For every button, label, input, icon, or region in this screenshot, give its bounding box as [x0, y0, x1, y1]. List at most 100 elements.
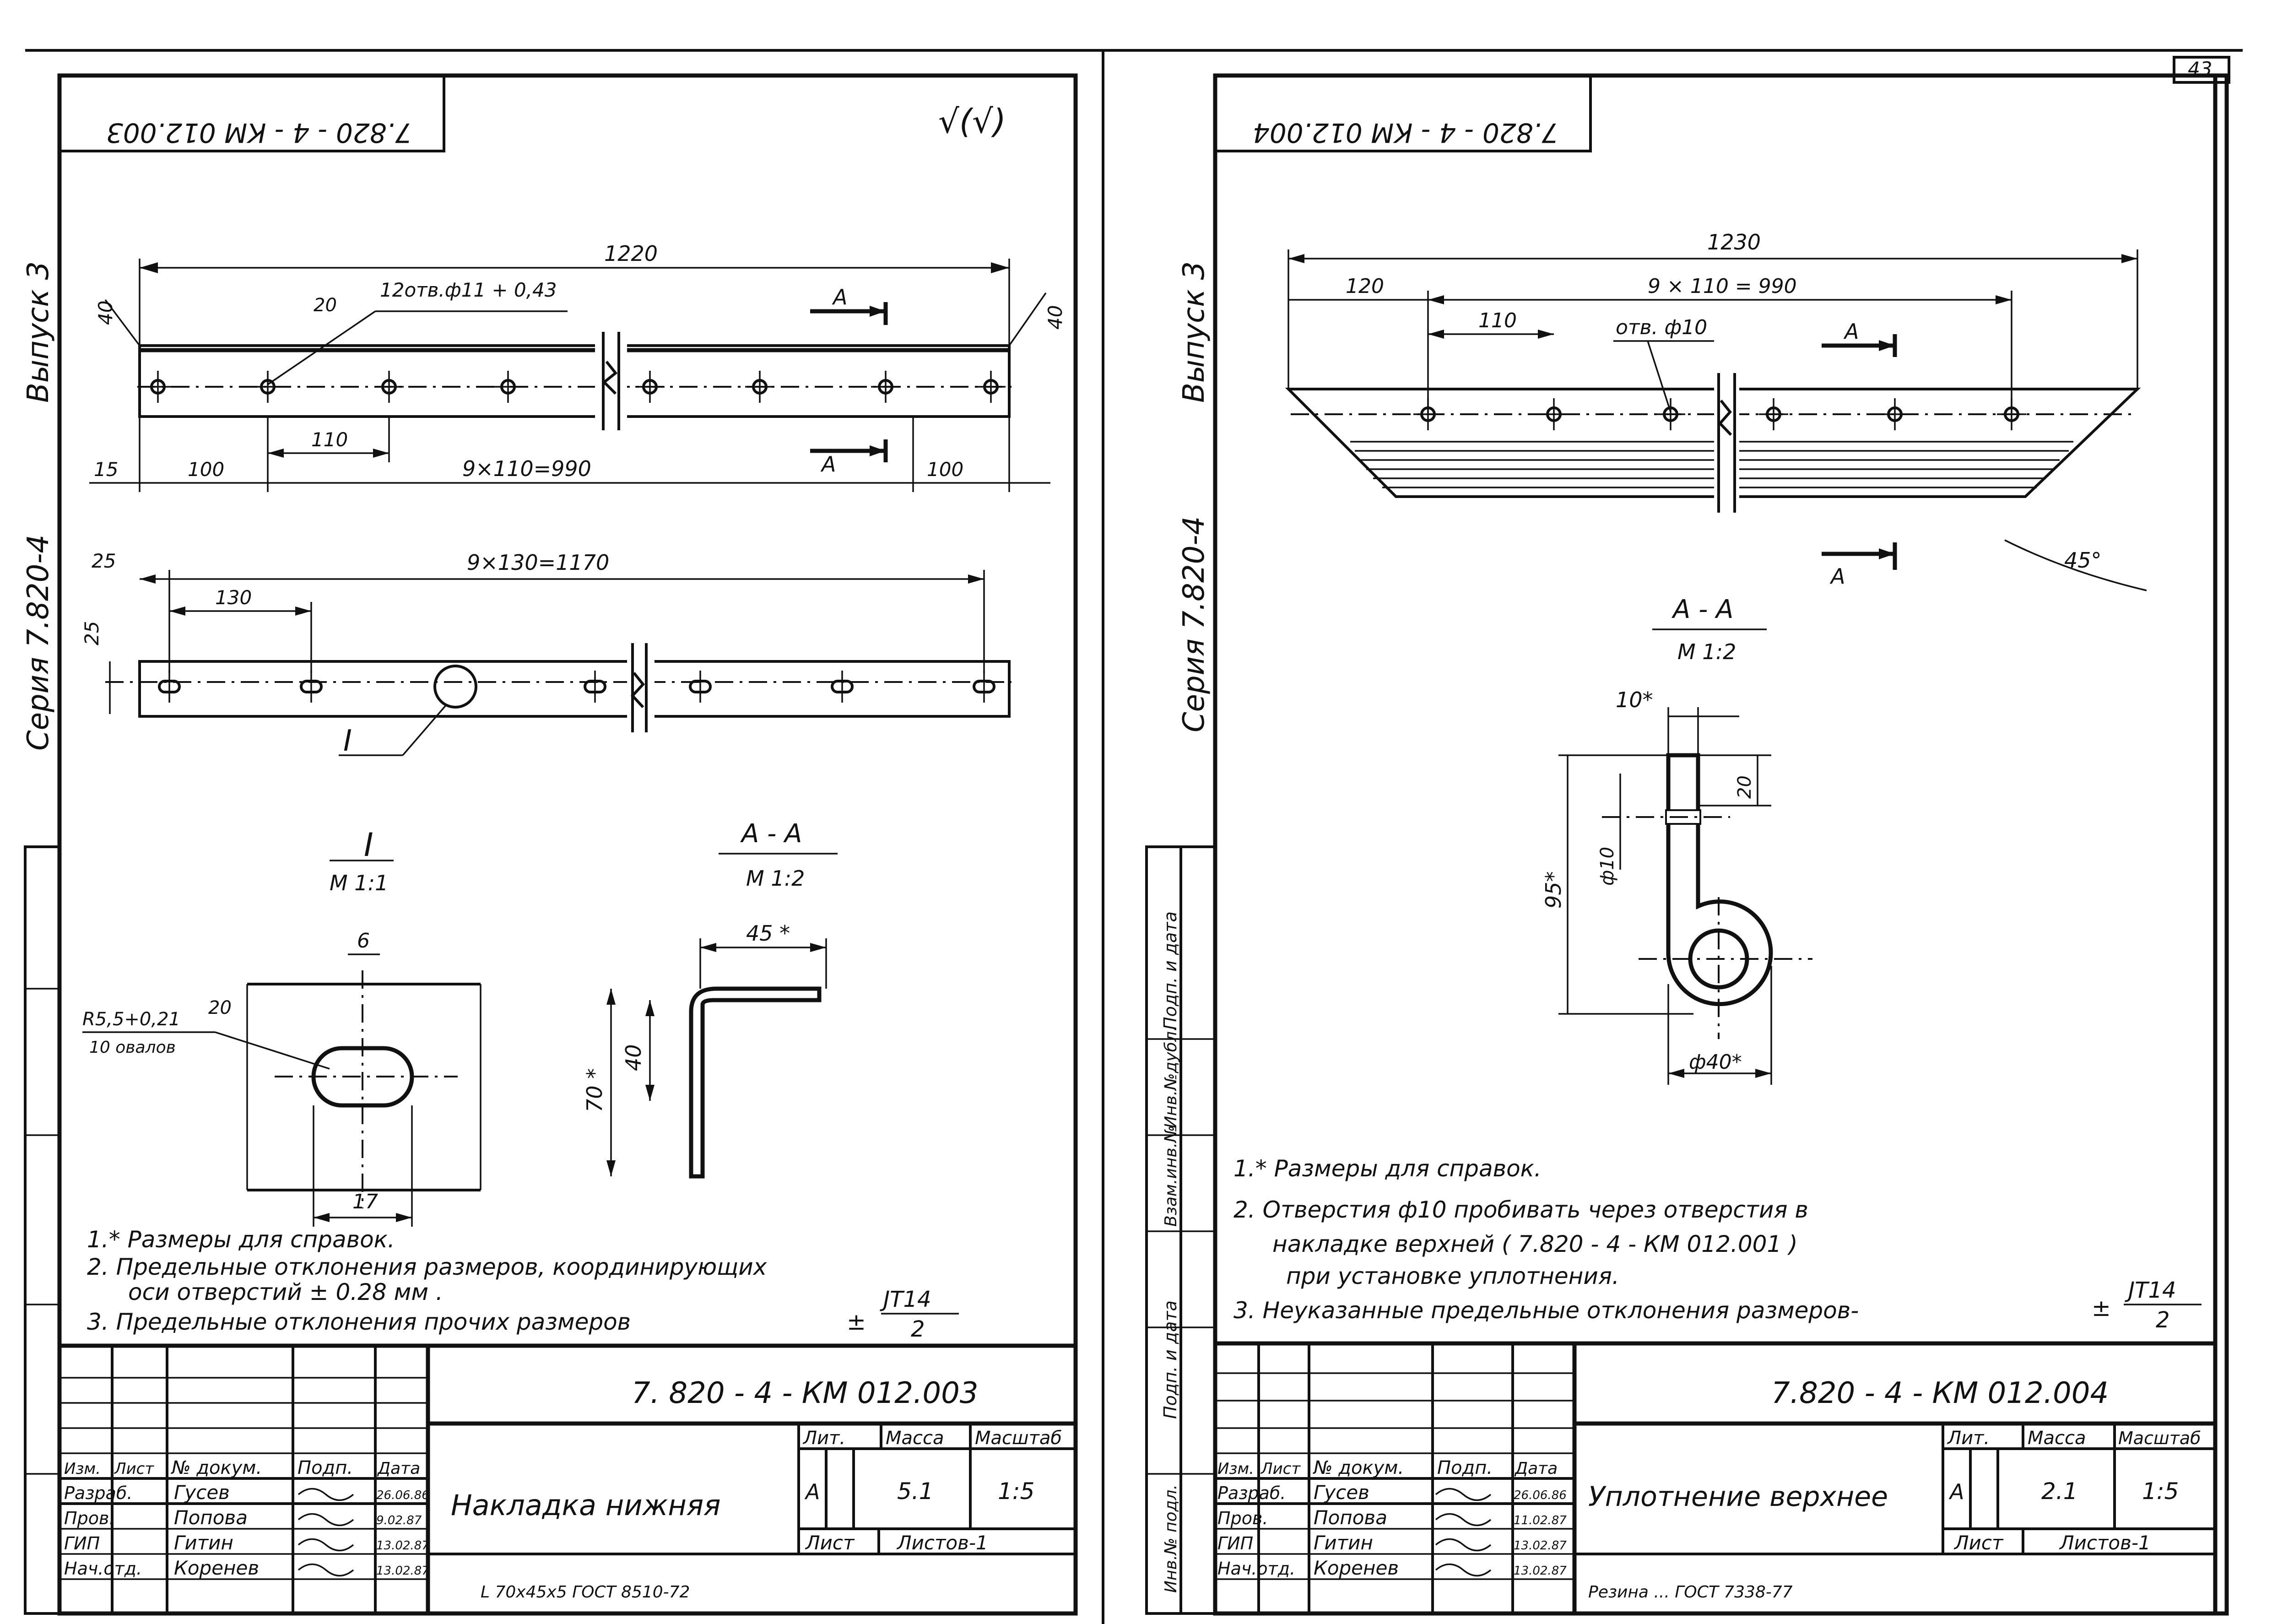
r-section-scale: М 1:2 — [1677, 639, 1736, 664]
left-note-1: 1.* Размеры для справок. — [87, 1226, 395, 1253]
dim-70-text: 70 * — [582, 1068, 607, 1112]
stamp-inv-dubl: Инв.№дубл. — [1162, 1026, 1180, 1128]
hole-mark — [745, 371, 774, 403]
left-signer-name: Коренев — [174, 1557, 259, 1579]
seal-hole-mark — [1539, 398, 1569, 430]
page-number-box — [2173, 56, 2230, 84]
right-scale: 1:5 — [2142, 1478, 2179, 1505]
right-lit: А — [1948, 1479, 1964, 1504]
right-signer-name: Коренев — [1314, 1557, 1399, 1579]
hole-mark — [871, 371, 900, 403]
left-top-stamp-code: 7.820 - 4 - КМ 012.003 — [106, 117, 412, 148]
angle-profile — [689, 986, 822, 1179]
dim-25b-text: 25 — [81, 621, 103, 645]
left-hdr-doc: № докум. — [171, 1457, 262, 1478]
right-doc-code: 7.820 - 4 - КМ 012.004 — [1771, 1376, 2109, 1410]
right-signer-date: 26.06.86 — [1514, 1489, 1567, 1502]
signature — [298, 1513, 354, 1527]
dim-angle-r: 45° — [2064, 548, 2102, 573]
right-tol-den: 2 — [2156, 1307, 2170, 1333]
right-note-1: 1.* Размеры для справок. — [1233, 1155, 1542, 1182]
detail-scale: М 1:1 — [330, 871, 388, 895]
roughness-mark: √(√) — [938, 102, 1006, 141]
hole-mark — [253, 371, 282, 403]
dim-run-r: 9 × 110 = 990 — [1648, 275, 1797, 298]
left-part-name: Накладка нижняя — [451, 1489, 721, 1522]
detail-title: I — [364, 826, 373, 864]
left-sheets-label: Листов-1 — [896, 1532, 988, 1554]
right-view1: 1230 120 9 × 110 = 990 110 отв. ф10 А А … — [1285, 230, 2147, 591]
dim-40-text: 40 — [621, 1044, 646, 1071]
left-tol-num: JT14 — [880, 1287, 931, 1312]
left-view1: 1220 12отв.ф11 + 0,43 20 40 40 110 15 10… — [89, 241, 1066, 492]
oval-hole-mark — [300, 671, 323, 703]
dim-overall-r: 1230 — [1707, 230, 1761, 254]
detail-callout-circle — [433, 665, 477, 709]
right-hdr-list: Лист — [1260, 1460, 1301, 1478]
hole-mark — [493, 371, 523, 403]
right-issue-label: Выпуск 3 — [1177, 261, 1211, 403]
oval-hole-mark — [584, 671, 606, 703]
hole-mark — [143, 371, 173, 403]
left-signer-role: ГИП — [64, 1533, 100, 1554]
left-view2: I 9×130=1170 25 130 25 — [81, 550, 1012, 758]
dim-6-text: 6 — [357, 929, 370, 953]
dim-run-text: 9×110=990 — [462, 456, 591, 481]
left-tol-pm: ± — [847, 1309, 866, 1335]
section-mark-top: А — [832, 285, 847, 309]
dim-25a-text: 25 — [92, 550, 116, 572]
right-lit-label: Лит. — [1947, 1428, 1990, 1449]
oval-hole-mark — [973, 671, 995, 703]
plate-top-view — [138, 344, 1011, 418]
left-signer-date: 26.06.86 — [376, 1489, 429, 1502]
right-sheet-label: Лист — [1953, 1532, 2004, 1554]
signature — [298, 1563, 354, 1577]
stamp-sign-date-1: Подп. и дата — [1160, 911, 1180, 1030]
dim-10-r: 10* — [1616, 687, 1653, 712]
dim-40-r: ф40* — [1689, 1050, 1742, 1074]
left-signer-name: Гусев — [174, 1481, 230, 1504]
right-signer-role: ГИП — [1217, 1533, 1253, 1554]
right-mass: 2.1 — [2041, 1478, 2078, 1505]
left-title-block: 7. 820 - 4 - КМ 012.003 Изм. Лист № доку… — [57, 1343, 1078, 1616]
dim-120-r: 120 — [1346, 275, 1384, 298]
dim-overall-text: 1220 — [604, 241, 658, 266]
left-note-2b: оси отверстий ± 0.28 мм . — [128, 1279, 443, 1305]
left-note-3: 3. Предельные отклонения прочих размеров — [87, 1309, 631, 1335]
hole-mark — [374, 371, 404, 403]
dim-run2-text: 9×130=1170 — [467, 550, 609, 575]
seal-hole-mark — [1656, 398, 1685, 430]
right-note-2: 2. Отверстия ф10 пробивать через отверст… — [1233, 1196, 1808, 1223]
right-signer-name: Гитин — [1314, 1532, 1373, 1554]
right-note-3: 3. Неуказанные предельные отклонения раз… — [1233, 1297, 1859, 1324]
right-mass-label: Масса — [2028, 1428, 2086, 1449]
left-lit: А — [804, 1479, 820, 1504]
right-sheet: 7.820 - 4 - КМ 012.004 Выпуск 3 Серия 7.… — [1145, 73, 2229, 1616]
left-series-label: Серия 7.820-4 — [22, 535, 55, 751]
signature — [1435, 1513, 1492, 1527]
right-title-block: 7.820 - 4 - КМ 012.004 Изм. Лист № докум… — [1213, 1341, 2218, 1616]
left-note-2: 2. Предельные отклонения размеров, коорд… — [87, 1254, 767, 1280]
oval-hole-markers — [158, 671, 995, 703]
right-signer-name: Гусев — [1314, 1481, 1369, 1504]
right-signer-role: Разраб. — [1217, 1483, 1286, 1503]
dim-hole-r2: ф10 — [1597, 847, 1618, 886]
left-doc-code: 7. 820 - 4 - КМ 012.003 — [632, 1376, 979, 1410]
dim-pitch-text: 110 — [311, 428, 348, 451]
left-signer-date: 9.02.87 — [376, 1514, 422, 1527]
right-tol-pm: ± — [2092, 1295, 2111, 1321]
dim-100b-text: 100 — [927, 458, 963, 481]
left-signer-role: Нач.отд. — [64, 1559, 142, 1579]
left-issue-label: Выпуск 3 — [22, 261, 55, 403]
dim-20-text: 20 — [208, 997, 232, 1018]
left-lit-label: Лит. — [802, 1428, 845, 1449]
dim-edge-left: 40 — [94, 301, 117, 325]
dim-45-text: 45 * — [746, 921, 790, 946]
signature — [1435, 1538, 1492, 1552]
left-margin-strip — [24, 845, 61, 1615]
dim-15-text: 15 — [94, 458, 118, 481]
left-hdr-izm: Изм. — [64, 1460, 101, 1478]
left-notes: 1.* Размеры для справок. 2. Предельные о… — [87, 1226, 959, 1342]
right-part-name: Уплотнение верхнее — [1588, 1481, 1888, 1513]
